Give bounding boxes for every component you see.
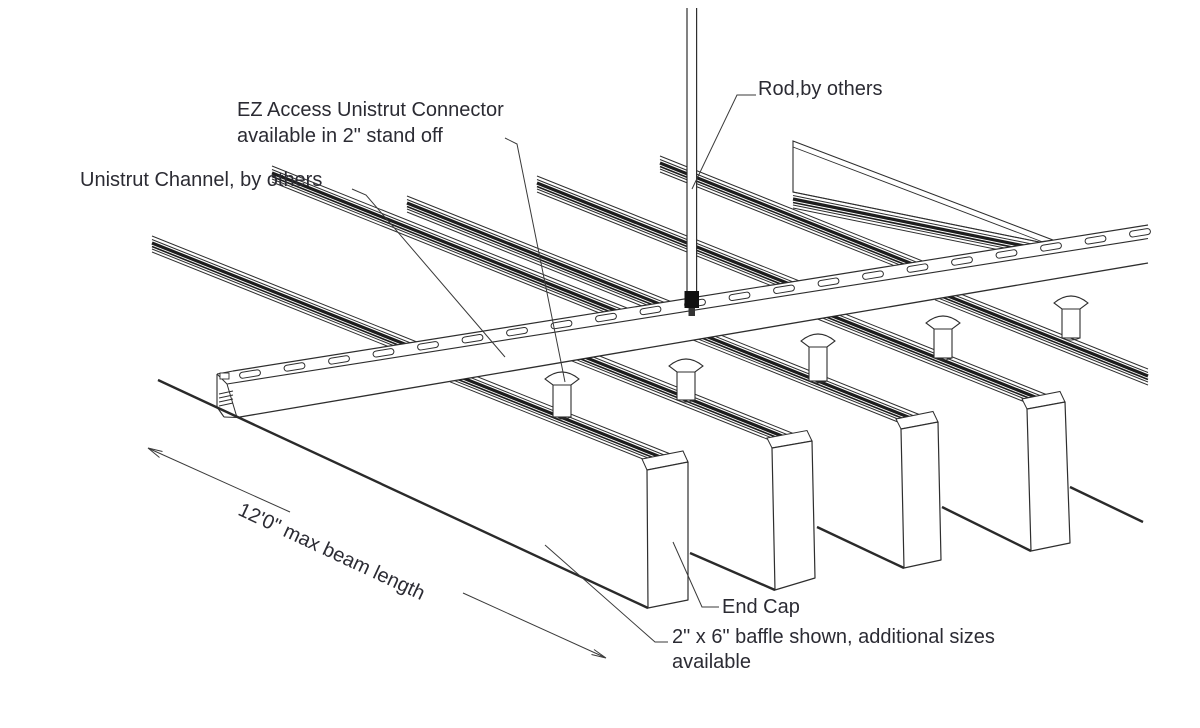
rail-groove-stripe: [934, 289, 1149, 378]
channel-slot: [728, 291, 751, 302]
rail-groove-stripe: [934, 293, 1149, 381]
channel-slot: [239, 369, 261, 379]
connector-body: [1061, 307, 1081, 339]
rail-line: [271, 178, 641, 327]
rail-line: [659, 159, 961, 280]
rail-groove-stripe: [271, 171, 641, 322]
label-rod: Rod,by others: [758, 78, 883, 100]
channel-slot: [862, 270, 884, 280]
dimension-arrow: [147, 447, 607, 659]
rail-line: [934, 286, 1149, 373]
label-end-cap: End Cap: [722, 596, 800, 618]
channel-slot: [1084, 235, 1107, 245]
rail-line: [934, 296, 1149, 383]
connector-cap: [668, 358, 704, 373]
rail-line: [689, 338, 939, 439]
rail-groove-stripe: [569, 353, 813, 453]
label-ez-connector-line2: available in 2" stand off: [237, 125, 443, 147]
leader-baffle-note: [544, 544, 668, 643]
baffle-end-cap: [1021, 390, 1071, 552]
channel-slot: [506, 326, 528, 337]
channel-slots: [239, 228, 1151, 379]
label-baffle-note-line2: available: [672, 651, 751, 673]
ez-access-connector: [1053, 295, 1089, 341]
channel-slot: [1129, 228, 1151, 238]
channel-slot: [1040, 242, 1062, 252]
leader-lines: [351, 94, 756, 643]
label-ez-connector-line1: EZ Access Unistrut Connector: [237, 99, 504, 121]
channel-slot: [283, 362, 306, 372]
rail-line: [659, 155, 961, 277]
rail-groove-stripe: [449, 371, 689, 470]
ez-access-connector: [800, 333, 836, 384]
ez-access-connector: [668, 358, 704, 403]
baffle-end-cap: [766, 429, 816, 591]
leader-end-cap: [672, 541, 719, 608]
ez-access-connectors: [544, 295, 1089, 420]
ez-access-connector: [544, 371, 580, 420]
rail-line: [271, 169, 641, 318]
channel-slot: [639, 305, 662, 316]
rail-groove-stripe: [449, 375, 689, 473]
channel-end-profile: [216, 370, 238, 419]
connector-cap: [544, 371, 580, 386]
connector-body: [933, 327, 953, 359]
label-baffle-note: 2" x 6" baffle shown, additional sizes a…: [672, 625, 995, 675]
rail-groove-stripe: [814, 307, 1066, 411]
hanger-rod: [684, 8, 699, 316]
leader-unistrut-channel: [351, 188, 506, 358]
channel-slot: [906, 263, 929, 273]
baffle-end-cap: [895, 410, 942, 569]
rail-line: [406, 195, 721, 322]
channel-slot: [328, 355, 350, 365]
channel-slot: [417, 341, 439, 351]
rail-line: [934, 283, 1149, 370]
baffle-bottom-edge: [941, 505, 1032, 553]
connector-cap: [925, 315, 961, 330]
connector-cap: [1053, 295, 1089, 310]
end-cap-face: [646, 461, 689, 609]
rail-line: [271, 181, 641, 330]
end-cap-face: [771, 440, 816, 591]
connector-body: [808, 345, 828, 382]
label-unistrut-channel: Unistrut Channel, by others: [80, 169, 323, 191]
end-cap-face: [900, 421, 942, 569]
label-baffle-note-line1: 2" x 6" baffle shown, additional sizes: [672, 626, 995, 648]
baffle-end-caps: [641, 390, 1071, 609]
baffle-end-cap: [641, 450, 689, 609]
arrowhead-end: [591, 649, 607, 659]
channel-slot: [595, 312, 617, 323]
unistrut-channel: [216, 224, 1151, 419]
channel-slot: [951, 256, 973, 266]
rail-groove-stripe: [814, 311, 1066, 414]
baffle-bottom-edge: [689, 551, 776, 592]
connector-cap: [800, 333, 836, 348]
channel-slot: [773, 284, 795, 294]
baffle-bottom-edge: [816, 525, 905, 570]
connector-body: [676, 370, 696, 401]
ez-access-connector: [925, 315, 961, 361]
baffle-bottom-edge: [1069, 485, 1144, 524]
channel-slot: [461, 334, 484, 344]
end-cap-face: [1026, 401, 1071, 552]
leader-rod: [691, 94, 756, 190]
channel-slot: [995, 249, 1018, 259]
connector-body: [552, 383, 572, 418]
rod-nut: [684, 291, 699, 308]
label-ez-connector: EZ Access Unistrut Connector available i…: [237, 97, 504, 149]
rail-groove-stripe: [271, 175, 641, 325]
leader-ez-connector: [504, 137, 566, 383]
baffle-bottom-edge: [157, 378, 649, 610]
baffle-bottom-edges: [157, 378, 1144, 610]
channel-slot: [372, 348, 395, 358]
rail-line: [792, 191, 1081, 251]
rail-line: [271, 165, 641, 314]
arrowhead-start: [147, 447, 163, 458]
channel-slot: [550, 319, 573, 330]
rail-line: [934, 299, 1149, 386]
channel-slot: [817, 277, 840, 287]
